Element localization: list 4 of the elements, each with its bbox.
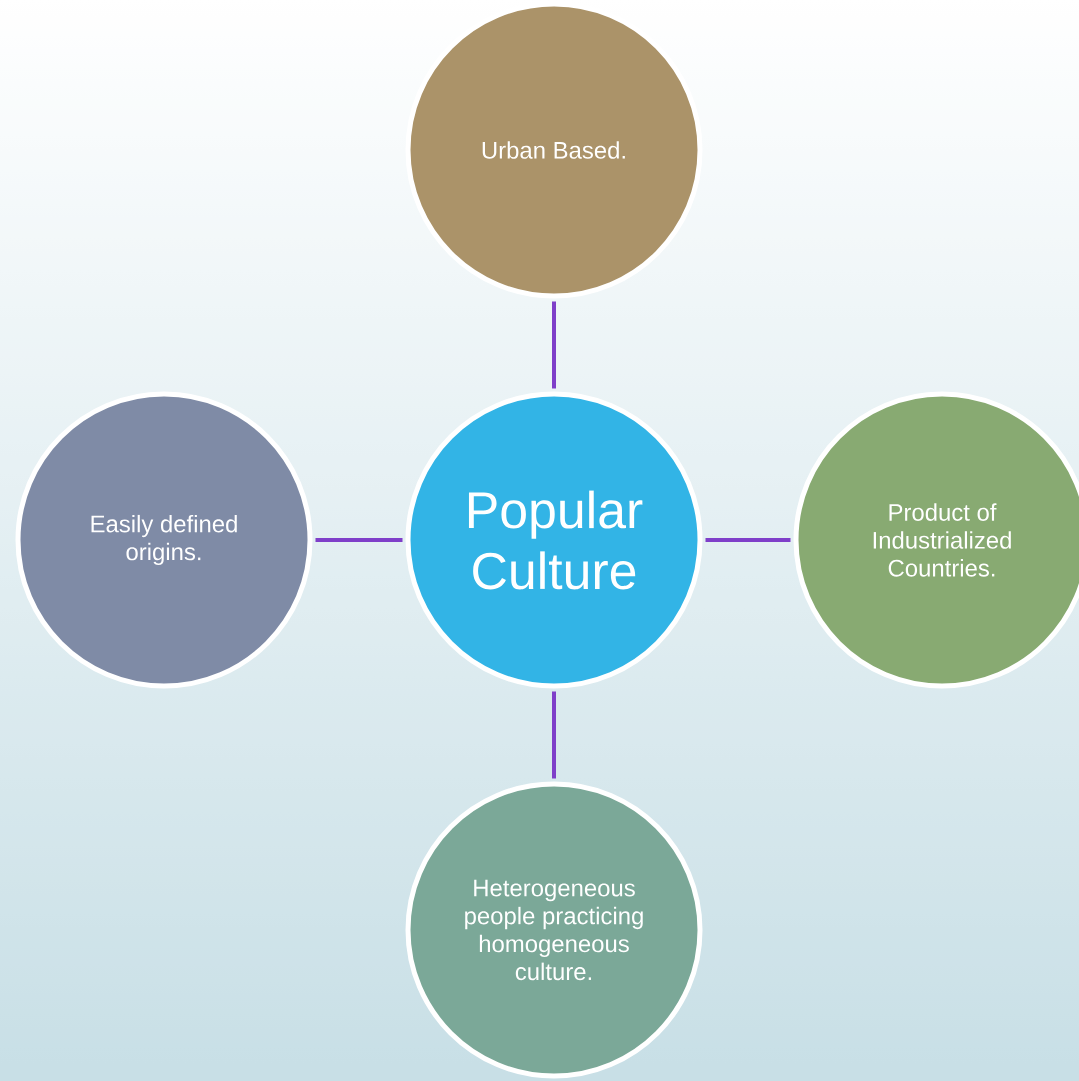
connector-line	[552, 301, 556, 389]
connector-line	[552, 691, 556, 779]
connector-line	[705, 538, 791, 542]
connector-line	[315, 538, 403, 542]
